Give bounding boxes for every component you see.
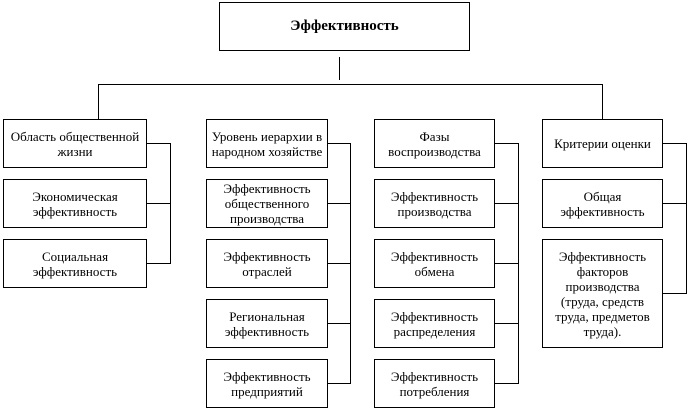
node-industry-efficiency: Эффективность отраслей — [206, 239, 328, 288]
group-header-hierarchy-level: Уровень иерархии в народном хозяйстве — [206, 119, 328, 168]
node-consumption-efficiency: Эффективность потребления — [374, 359, 495, 408]
root-node: Эффективность — [219, 2, 470, 51]
node-production-efficiency: Эффективность производства — [374, 179, 495, 228]
group-header-social-life: Область общественной жизни — [3, 119, 147, 168]
node-enterprise-efficiency: Эффективность предприятий — [206, 359, 328, 408]
node-economic-efficiency: Экономическая эффективность — [3, 179, 147, 228]
node-regional-efficiency: Региональная эффективность — [206, 299, 328, 348]
group-header-evaluation-criteria: Критерии оценки — [542, 119, 663, 168]
node-exchange-efficiency: Эффективность обмена — [374, 239, 495, 288]
node-factors-efficiency: Эффективность факторов производства (тру… — [542, 239, 663, 348]
group-header-reproduction-phases: Фазы воспроизводства — [374, 119, 495, 168]
node-public-production-efficiency: Эффективность общественного производства — [206, 179, 328, 228]
node-social-efficiency: Социальная эффективность — [3, 239, 147, 288]
node-overall-efficiency: Общая эффективность — [542, 179, 663, 228]
node-distribution-efficiency: Эффективность распределения — [374, 299, 495, 348]
